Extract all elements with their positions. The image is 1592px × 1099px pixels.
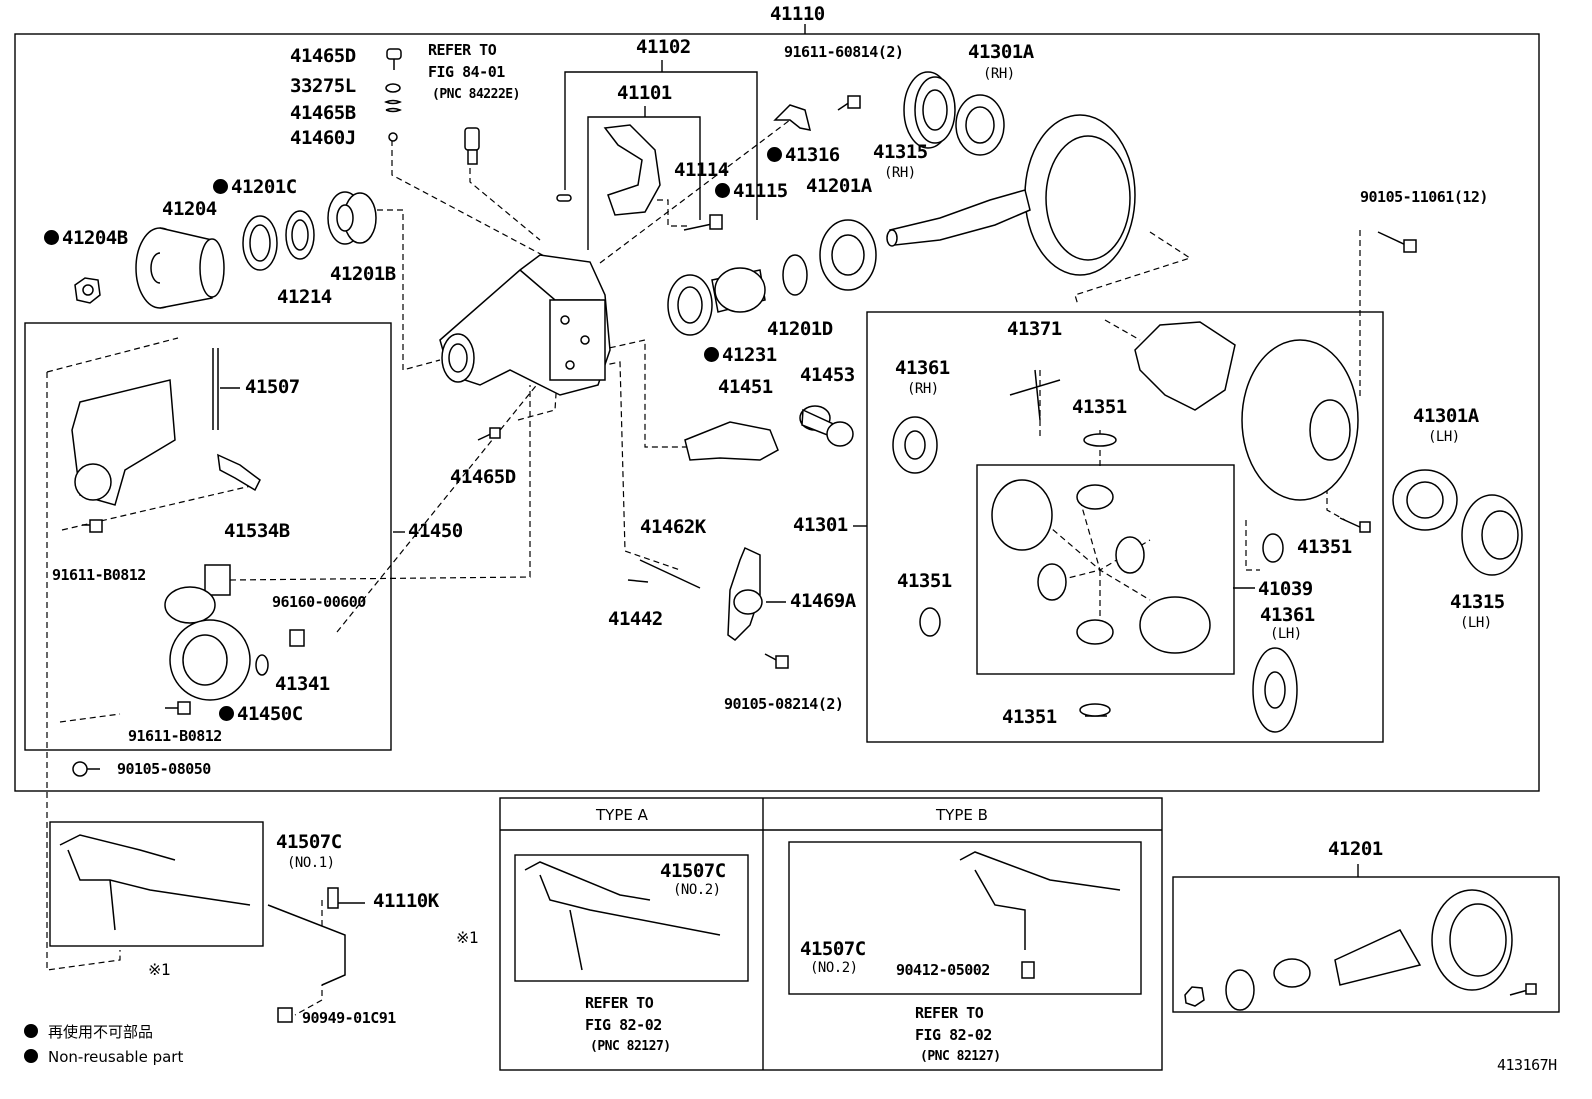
- part-41114[interactable]: 41114: [674, 159, 729, 181]
- part-41315-lh-side: (LH): [1460, 615, 1492, 631]
- part-41102[interactable]: 41102: [636, 36, 691, 58]
- part-90105-08214[interactable]: 90105-08214(2): [724, 695, 844, 713]
- assembly-label: 41110: [770, 3, 825, 25]
- part-41465B[interactable]: 41465B: [290, 102, 356, 124]
- legend-en: Non-reusable part: [24, 1049, 183, 1065]
- part-91611-60814[interactable]: 91611-60814(2): [784, 43, 904, 61]
- type-b-part2[interactable]: 90412-05002: [896, 961, 990, 979]
- type-a-title: TYPE A: [596, 806, 648, 824]
- part-41301A-rh-side: (RH): [983, 66, 1015, 82]
- part-91611-B0812-a[interactable]: 91611-B0812: [52, 566, 146, 584]
- ref-main-line3: (PNC 84222E): [432, 87, 520, 102]
- type-a-ref3: (PNC 82127): [590, 1039, 671, 1054]
- hose-inset: [49, 821, 264, 947]
- type-b-title: TYPE B: [936, 806, 988, 824]
- non-reusable-dot: [24, 1049, 38, 1063]
- part-41465D-mid[interactable]: 41465D: [450, 466, 516, 488]
- box-41450: [24, 322, 392, 751]
- main-frame: [14, 33, 1540, 792]
- non-reusable-dot: [24, 1024, 38, 1038]
- part-41460J[interactable]: 41460J: [290, 127, 356, 149]
- box-41301: [866, 311, 1384, 743]
- type-b-ref2: FIG 82-02: [915, 1026, 992, 1044]
- part-41115[interactable]: 41115: [715, 182, 788, 201]
- part-41450[interactable]: 41450: [408, 520, 463, 542]
- part-90105-11061[interactable]: 90105-11061(12): [1360, 188, 1488, 206]
- ref-main-line1: REFER TO: [428, 41, 497, 59]
- part-41214[interactable]: 41214: [277, 286, 332, 308]
- part-41201B[interactable]: 41201B: [330, 263, 396, 285]
- type-b-ref3: (PNC 82127): [920, 1049, 1001, 1064]
- part-41534B[interactable]: 41534B: [224, 520, 290, 542]
- part-41315-lh[interactable]: 41315: [1450, 591, 1505, 613]
- part-41301[interactable]: 41301: [793, 514, 848, 536]
- part-41301A-lh[interactable]: 41301A: [1413, 405, 1479, 427]
- part-41361-lh-side: (LH): [1270, 626, 1302, 642]
- part-41341[interactable]: 41341: [275, 673, 330, 695]
- part-41351-c[interactable]: 41351: [1297, 536, 1352, 558]
- part-41101[interactable]: 41101: [617, 82, 672, 104]
- part-41507[interactable]: 41507: [245, 376, 300, 398]
- part-41469A[interactable]: 41469A: [790, 590, 856, 612]
- part-90105-08050[interactable]: 90105-08050: [117, 760, 211, 778]
- non-reusable-dot: [213, 179, 228, 194]
- part-41204[interactable]: 41204: [162, 198, 217, 220]
- part-91611-B0812-b[interactable]: 91611-B0812: [128, 727, 222, 745]
- part-41450C[interactable]: 41450C: [219, 705, 303, 724]
- part-96160-00600[interactable]: 96160-00600: [272, 593, 366, 611]
- part-41201A[interactable]: 41201A: [806, 175, 872, 197]
- non-reusable-dot: [715, 183, 730, 198]
- part-41039[interactable]: 41039: [1258, 578, 1313, 600]
- type-b-part[interactable]: 41507C: [800, 938, 866, 960]
- non-reusable-dot: [704, 347, 719, 362]
- type-a-part[interactable]: 41507C: [660, 860, 726, 882]
- part-90949-01C91[interactable]: 90949-01C91: [302, 1009, 396, 1027]
- type-a-ref2: FIG 82-02: [585, 1016, 662, 1034]
- part-41110K[interactable]: 41110K: [373, 890, 439, 912]
- part-41361-lh[interactable]: 41361: [1260, 604, 1315, 626]
- note-x1-left: ※1: [148, 960, 171, 979]
- part-41453[interactable]: 41453: [800, 364, 855, 386]
- box-41039: [976, 464, 1235, 675]
- part-41315-rh-side: (RH): [884, 165, 916, 181]
- legend-jp: 再使用不可部品: [24, 1024, 153, 1040]
- part-41465D-top[interactable]: 41465D: [290, 45, 356, 67]
- part-41462K[interactable]: 41462K: [640, 516, 706, 538]
- part-41371[interactable]: 41371: [1007, 318, 1062, 340]
- part-41361-rh[interactable]: 41361: [895, 357, 950, 379]
- part-41451[interactable]: 41451: [718, 376, 773, 398]
- figure-code: 413167H: [1497, 1056, 1557, 1074]
- part-41301A-lh-side: (LH): [1428, 429, 1460, 445]
- part-41201[interactable]: 41201: [1328, 838, 1383, 860]
- part-41351-a[interactable]: 41351: [1072, 396, 1127, 418]
- type-box: [499, 797, 1163, 1071]
- part-41442[interactable]: 41442: [608, 608, 663, 630]
- part-41231[interactable]: 41231: [704, 346, 777, 365]
- non-reusable-dot: [44, 230, 59, 245]
- box-41201: [1172, 876, 1560, 1013]
- type-a-part-no: (NO.2): [673, 882, 721, 898]
- type-b-part-no: (NO.2): [810, 960, 858, 976]
- part-41301A-rh[interactable]: 41301A: [968, 41, 1034, 63]
- part-41361-rh-side: (RH): [907, 381, 939, 397]
- type-a-ref1: REFER TO: [585, 994, 654, 1012]
- part-41315-rh[interactable]: 41315: [873, 141, 928, 163]
- ref-main-line2: FIG 84-01: [428, 63, 505, 81]
- note-x1-mid: ※1: [456, 928, 479, 947]
- part-33275L[interactable]: 33275L: [290, 75, 356, 97]
- part-41507C-no1[interactable]: 41507C: [276, 831, 342, 853]
- type-b-ref1: REFER TO: [915, 1004, 984, 1022]
- part-41507C-no1-sub: (NO.1): [287, 855, 335, 871]
- part-41204B[interactable]: 41204B: [44, 229, 128, 248]
- non-reusable-dot: [219, 706, 234, 721]
- part-41351-b[interactable]: 41351: [897, 570, 952, 592]
- part-41316[interactable]: 41316: [767, 146, 840, 165]
- non-reusable-dot: [767, 147, 782, 162]
- part-41201C[interactable]: 41201C: [213, 178, 297, 197]
- part-41201D[interactable]: 41201D: [767, 318, 833, 340]
- part-41351-d[interactable]: 41351: [1002, 706, 1057, 728]
